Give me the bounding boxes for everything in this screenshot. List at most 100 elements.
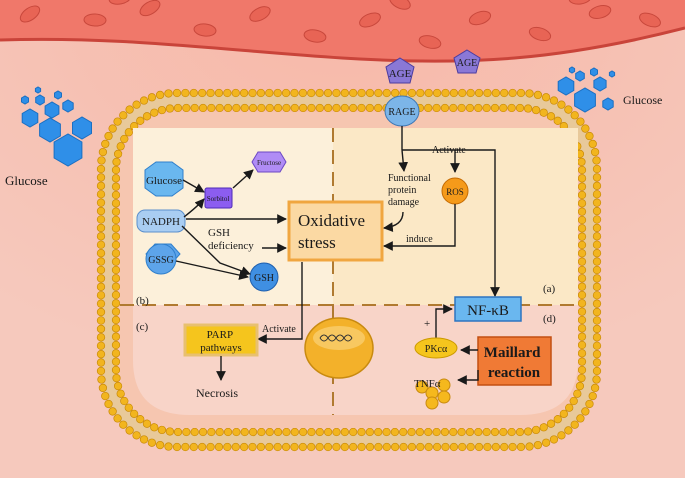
membrane-bead	[374, 103, 383, 113]
membrane-bead	[577, 257, 587, 266]
membrane-bead	[142, 419, 152, 428]
membrane-bead	[541, 438, 551, 447]
membrane-bead	[97, 156, 106, 165]
membrane-bead	[290, 88, 299, 98]
membrane-bead	[592, 198, 602, 207]
membrane-bead	[323, 88, 333, 98]
membrane-bead	[592, 223, 602, 233]
membrane-bead	[592, 366, 602, 376]
pkca-label: PKcα	[425, 344, 448, 355]
maillard-line-2: reaction	[488, 365, 541, 381]
induce-label: induce	[406, 234, 433, 245]
red-blood-cell	[568, 0, 592, 5]
membrane-bead	[112, 373, 121, 383]
membrane-bead	[165, 427, 175, 436]
membrane-bead	[573, 389, 582, 398]
red-blood-cell	[418, 35, 442, 49]
plus-label: +	[424, 318, 430, 330]
membrane-bead	[223, 103, 233, 113]
membrane-bead	[206, 442, 215, 452]
membrane-bead	[290, 427, 299, 437]
membrane-bead	[390, 442, 400, 452]
membrane-bead	[516, 88, 526, 98]
red-blood-cell	[389, 0, 411, 10]
glucose-hex-icon	[21, 108, 39, 128]
red-blood-cell	[193, 23, 217, 37]
membrane-bead	[96, 232, 106, 241]
glucose-right-label: Glucose	[623, 93, 662, 107]
membrane-bead	[323, 427, 333, 437]
membrane-bead	[189, 442, 198, 452]
glucose-hex-icon	[72, 116, 92, 140]
membrane-bead	[449, 88, 459, 98]
membrane-bead	[549, 435, 559, 444]
membrane-bead	[432, 88, 442, 98]
membrane-bead	[96, 366, 106, 376]
membrane-bead	[592, 181, 602, 190]
membrane-bead	[349, 88, 358, 98]
membrane-bead	[120, 134, 129, 144]
membrane-bead	[111, 174, 121, 183]
membrane-bead	[500, 442, 509, 452]
membrane-bead	[440, 427, 450, 437]
membrane-bead	[111, 165, 121, 175]
membrane-bead	[592, 249, 602, 258]
sorbitol-node-label: Sorbitol	[207, 195, 230, 203]
membrane-bead	[281, 442, 291, 452]
membrane-bead	[181, 442, 190, 452]
functional-damage-line-2: protein	[388, 185, 416, 196]
membrane-bead	[564, 426, 573, 435]
membrane-bead	[119, 420, 128, 429]
membrane-bead	[415, 427, 425, 437]
membrane-bead	[577, 365, 587, 375]
membrane-bead	[357, 103, 366, 113]
membrane-bead	[214, 442, 224, 452]
membrane-bead	[466, 88, 475, 98]
membrane-bead	[576, 117, 585, 126]
membrane-bead	[332, 103, 341, 113]
membrane-bead	[132, 431, 141, 440]
membrane-bead	[432, 427, 441, 437]
membrane-bead	[96, 173, 106, 182]
membrane-bead	[315, 442, 324, 452]
membrane-bead	[155, 440, 165, 450]
membrane-bead	[298, 103, 308, 113]
membrane-bead	[155, 90, 165, 100]
red-blood-cell	[468, 10, 492, 26]
red-blood-cell	[359, 12, 381, 28]
membrane-bead	[147, 93, 157, 102]
membrane-bead	[111, 307, 121, 316]
membrane-bead	[559, 409, 568, 418]
membrane-bead	[120, 396, 129, 406]
red-blood-cell	[108, 0, 132, 5]
membrane-bead	[113, 381, 123, 391]
membrane-bead	[223, 88, 232, 98]
membrane-bead	[265, 88, 274, 98]
red-blood-cell	[139, 0, 161, 17]
membrane-bead	[164, 442, 173, 451]
glucose-hex-icon	[34, 86, 42, 94]
membrane-bead	[553, 116, 562, 125]
membrane-bead	[592, 265, 602, 275]
membrane-bead	[357, 427, 366, 437]
membrane-bead	[206, 88, 215, 98]
membrane-bead	[240, 427, 249, 437]
membrane-bead	[588, 391, 597, 401]
membrane-bead	[592, 333, 602, 342]
glucose-left-label: Glucose	[5, 173, 48, 188]
membrane-bead	[424, 88, 433, 98]
membrane-bead	[215, 427, 224, 437]
arrow-maillard-tnfa	[457, 370, 479, 385]
membrane-bead	[507, 103, 516, 113]
membrane-bead	[577, 240, 587, 250]
membrane-bead	[374, 88, 383, 98]
glucose-cluster-right	[557, 66, 616, 113]
membrane-bead	[569, 396, 578, 406]
membrane-bead	[565, 403, 574, 412]
membrane-bead	[449, 427, 458, 437]
membrane-bead	[577, 307, 587, 316]
membrane-bead	[223, 427, 233, 437]
oxidative-stress-label: Oxidative stress	[298, 211, 369, 252]
membrane-bead	[101, 391, 110, 401]
